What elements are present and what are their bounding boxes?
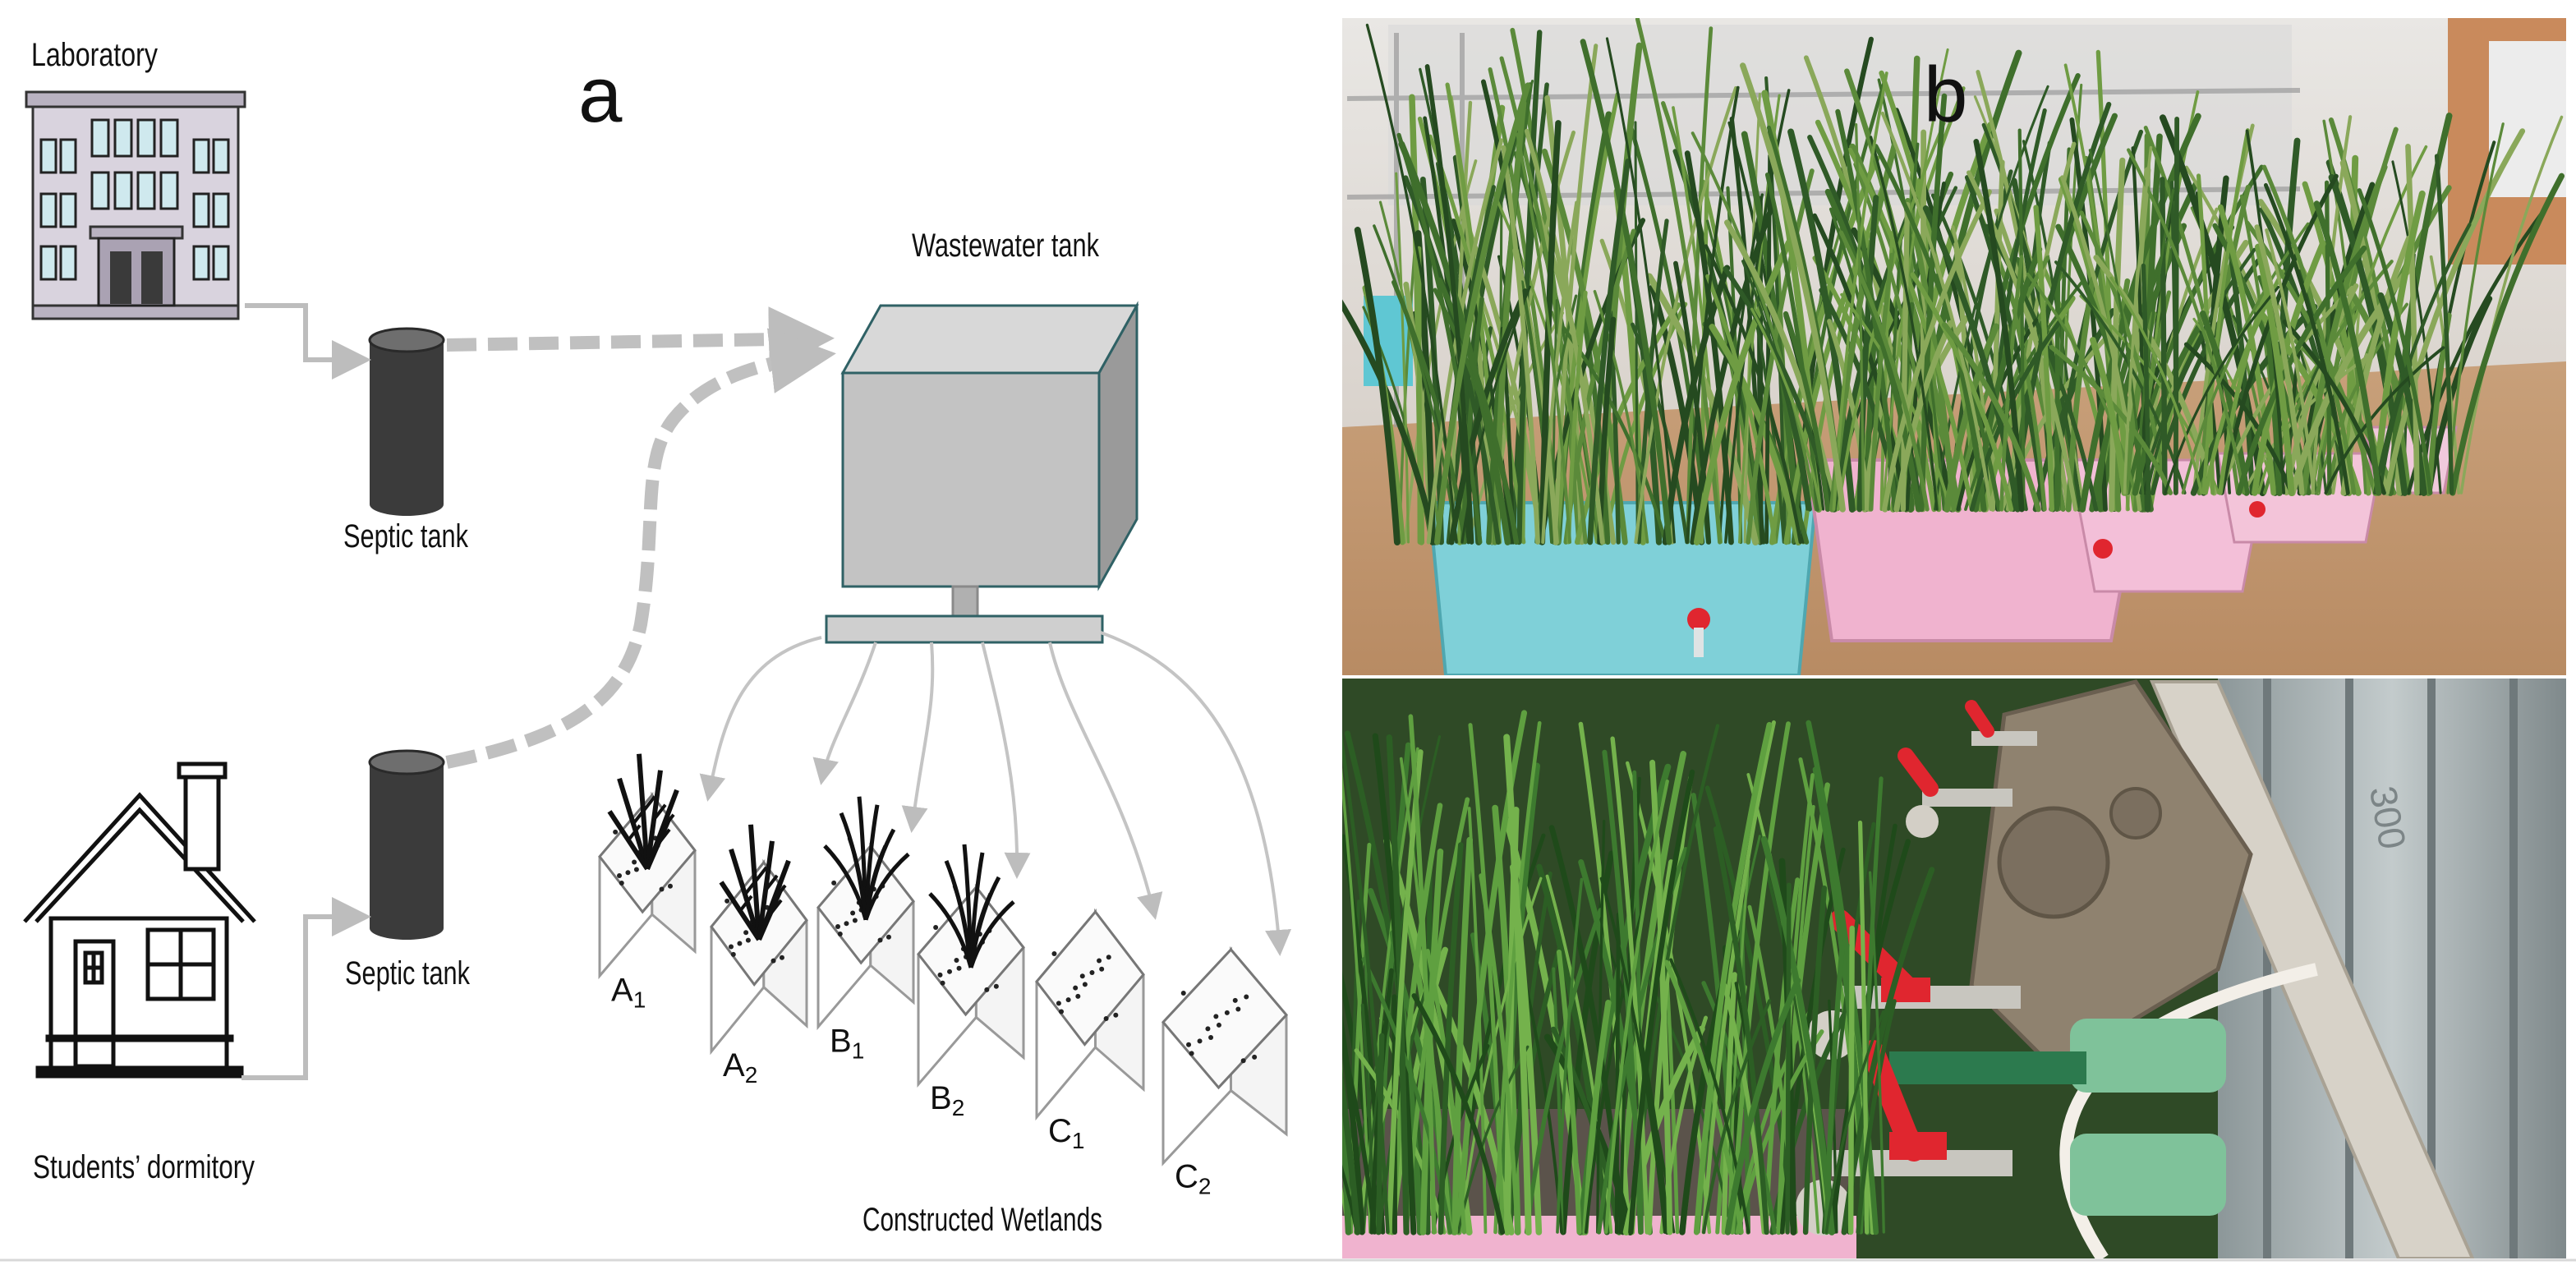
photo-wetland-tubs: b <box>1342 18 2566 675</box>
cell-label-b1: B1 <box>830 1023 864 1063</box>
wetland-cell-c2: C2 <box>1161 945 1289 1199</box>
wetland-cell-a2: A2 <box>710 824 808 1088</box>
cell-label-a1: A1 <box>611 972 646 1012</box>
wetland-cell-a1: A1 <box>598 753 697 1012</box>
panel-a-letter: a <box>578 51 623 139</box>
wastewater-tank-icon <box>825 301 1139 644</box>
label-wastewater-tank: Wastewater tank <box>912 228 1100 264</box>
flow-line-lab-to-septic <box>245 303 371 380</box>
wetland-cell-b1: B1 <box>816 796 915 1063</box>
flow-line-septic-bottom-to-tank <box>445 328 836 769</box>
wetland-cell-b2: B2 <box>917 844 1025 1120</box>
panel-b-photos: b 300 <box>1342 18 2566 1258</box>
panel-a: a Laboratory <box>23 37 1292 1238</box>
flow-line-septic-top-to-tank <box>446 306 835 373</box>
septic-tank-top-icon <box>368 327 445 516</box>
label-septic-bottom: Septic tank <box>345 955 471 991</box>
photo-outlet-valves: 300 <box>1342 679 2566 1258</box>
panel-b-letter: b <box>1924 51 1967 139</box>
dormitory-house-icon <box>23 761 256 1079</box>
cell-label-a2: A2 <box>723 1047 757 1088</box>
distribution-lines <box>699 631 1292 956</box>
septic-tank-bottom-icon <box>368 749 445 940</box>
flow-line-dorm-to-septic <box>242 897 371 1080</box>
cell-label-b2: B2 <box>930 1080 964 1120</box>
label-constructed-wetlands: Constructed Wetlands <box>862 1202 1102 1238</box>
wetland-cell-c1: C1 <box>1035 908 1145 1153</box>
label-dormitory: Students’ dormitory <box>33 1149 255 1185</box>
cell-label-c1: C1 <box>1048 1113 1084 1153</box>
laboratory-building-icon <box>25 90 246 320</box>
label-laboratory: Laboratory <box>31 37 158 73</box>
label-septic-top: Septic tank <box>343 518 469 554</box>
cell-label-c2: C2 <box>1175 1159 1211 1199</box>
